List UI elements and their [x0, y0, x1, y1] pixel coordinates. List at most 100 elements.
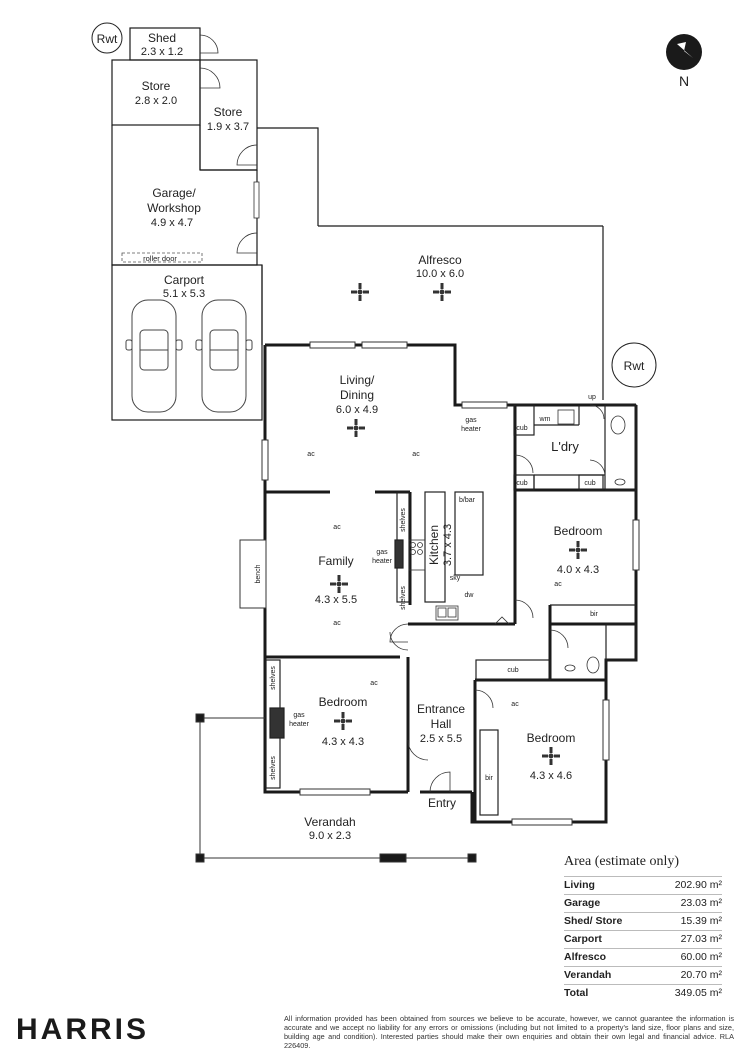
- ac-label: ac: [511, 701, 519, 708]
- area-value: 23.03 m²: [680, 897, 722, 909]
- area-row-shed-store: Shed/ Store 15.39 m²: [564, 912, 722, 930]
- heater-label: heater: [372, 558, 393, 565]
- verandah-dims: 9.0 x 2.3: [309, 830, 351, 842]
- ac-label: ac: [554, 581, 562, 588]
- area-value: 202.90 m²: [674, 879, 722, 891]
- entry-name: Entry: [428, 796, 456, 810]
- outbuilding-doors: [199, 34, 260, 254]
- shelves-label: shelves: [270, 756, 277, 780]
- verandah-name: Verandah: [304, 815, 355, 829]
- carport-dims: 5.1 x 5.3: [163, 288, 205, 300]
- entrance-name-2: Hall: [431, 717, 452, 731]
- bir-label: bir: [485, 775, 493, 782]
- area-row-verandah: Verandah 20.70 m²: [564, 966, 722, 984]
- ac-label: ac: [307, 451, 315, 458]
- store2-dims: 1.9 x 3.7: [207, 121, 249, 133]
- area-row-garage: Garage 23.03 m²: [564, 894, 722, 912]
- rainwater-tank-icon: [91, 22, 123, 54]
- laundry-walls: [265, 404, 637, 816]
- family-name: Family: [318, 554, 353, 568]
- living-name-1: Living/: [340, 373, 375, 387]
- area-value: 20.70 m²: [680, 969, 722, 981]
- alfresco-name: Alfresco: [418, 253, 462, 267]
- store2-name: Store: [214, 105, 243, 119]
- living-dims: 6.0 x 4.9: [336, 404, 378, 416]
- shelves-label: shelves: [400, 586, 407, 610]
- cub-label: cub: [516, 425, 527, 432]
- brand-logo: HARRIS: [16, 1013, 150, 1046]
- bir-label: bir: [590, 611, 598, 618]
- area-label: Living: [564, 879, 595, 891]
- north-compass-icon: [666, 34, 702, 70]
- bedroom1-dims: 4.0 x 4.3: [557, 564, 599, 576]
- kitchen-name: Kitchen: [427, 525, 441, 565]
- heater-label: heater: [461, 426, 482, 433]
- kitchen-dims: 3.7 x 4.3: [442, 524, 454, 566]
- area-value: 15.39 m²: [680, 915, 722, 927]
- up-label: up: [588, 394, 596, 401]
- store1-dims: 2.8 x 2.0: [135, 95, 177, 107]
- dw-label: dw: [465, 592, 475, 599]
- ac-label: ac: [333, 620, 341, 627]
- car-right: [195, 299, 253, 413]
- gas-label: gas: [376, 549, 388, 556]
- shed-dims: 2.3 x 1.2: [141, 46, 183, 58]
- ceiling-fan-icons: [330, 283, 587, 765]
- interior-doors: [389, 404, 606, 793]
- area-row-total: Total 349.05 m²: [564, 984, 722, 1002]
- entrance-dims: 2.5 x 5.5: [420, 733, 462, 745]
- ac-label: ac: [412, 451, 420, 458]
- bedroom1-name: Bedroom: [554, 524, 603, 538]
- rainwater-tank-icon: [611, 342, 657, 388]
- bedroom3-name: Bedroom: [527, 731, 576, 745]
- area-label: Verandah: [564, 969, 612, 981]
- area-label: Total: [564, 987, 589, 999]
- disclaimer-text: All information provided has been obtain…: [284, 1014, 734, 1050]
- garage-dims: 4.9 x 4.7: [151, 217, 193, 229]
- heater-label: heater: [289, 721, 310, 728]
- outbuilding-walls: [111, 27, 604, 421]
- area-row-carport: Carport 27.03 m²: [564, 930, 722, 948]
- living-name-2: Dining: [340, 388, 374, 402]
- roller-door-label: roller door: [143, 254, 177, 263]
- kitchen-fixtures: [410, 542, 457, 618]
- bedroom2-dims: 4.3 x 4.3: [322, 736, 364, 748]
- area-label: Garage: [564, 897, 601, 909]
- house-walls: [263, 343, 638, 824]
- laundry-name: L'dry: [551, 439, 579, 454]
- area-label: Alfresco: [564, 951, 607, 963]
- sky-label: sky: [450, 575, 461, 582]
- shelves-label: shelves: [400, 508, 407, 532]
- family-dims: 4.3 x 5.5: [315, 594, 357, 606]
- shelves-label: shelves: [270, 666, 277, 690]
- roller-door-outline: [121, 252, 203, 263]
- ac-label: ac: [333, 524, 341, 531]
- area-label: Shed/ Store: [564, 915, 623, 927]
- rwt-label: Rwt: [624, 359, 645, 373]
- area-value: 349.05 m²: [674, 987, 722, 999]
- shed-name: Shed: [148, 31, 176, 45]
- verandah-structure: [195, 713, 477, 863]
- garage-name-2: Workshop: [147, 201, 201, 215]
- area-row-alfresco: Alfresco 60.00 m²: [564, 948, 722, 966]
- gas-label: gas: [465, 417, 477, 424]
- area-value: 60.00 m²: [680, 951, 722, 963]
- area-row-living: Living 202.90 m²: [564, 876, 722, 894]
- area-table: Area (estimate only) Living 202.90 m² Ga…: [564, 854, 722, 1002]
- cub-label: cub: [584, 480, 595, 487]
- gas-label: gas: [293, 712, 305, 719]
- wm-label: wm: [539, 416, 551, 423]
- bathroom-fixtures: [408, 409, 626, 674]
- area-value: 27.03 m²: [680, 933, 722, 945]
- bench-label: bench: [255, 564, 262, 583]
- area-label: Carport: [564, 933, 602, 945]
- area-table-title: Area (estimate only): [564, 854, 680, 869]
- carport-name: Carport: [164, 273, 205, 287]
- compass-label: N: [679, 73, 689, 89]
- garage-name-1: Garage/: [152, 186, 196, 200]
- cub-label: cub: [507, 667, 518, 674]
- windows: [239, 341, 640, 826]
- bbar-label: b/bar: [459, 497, 476, 504]
- entrance-name-1: Entrance: [417, 702, 465, 716]
